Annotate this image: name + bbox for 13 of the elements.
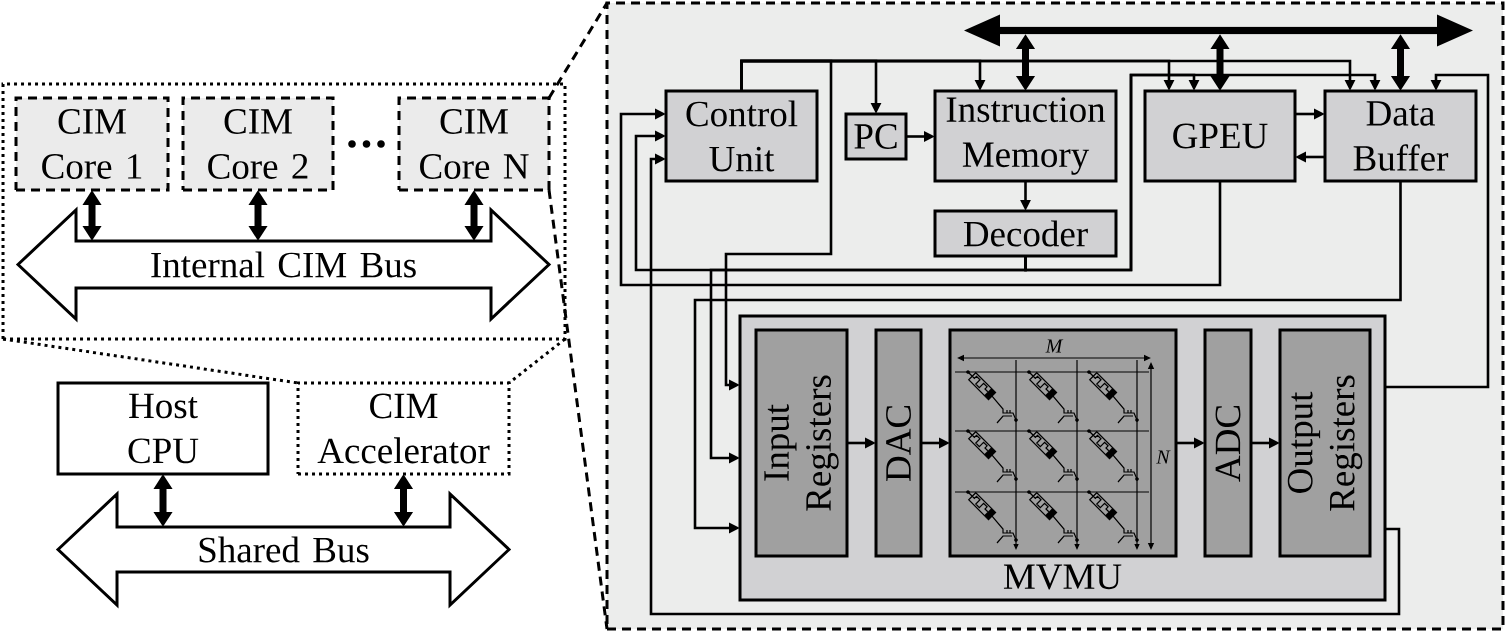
arrow (1385, 73, 1490, 389)
core-box: CIM Core 1 (14, 96, 170, 192)
zoom-line (547, 189, 609, 630)
bus-arrow (964, 14, 1473, 47)
block-box: CIM Accelerator (296, 381, 511, 476)
core-box: CIM Core 2 (181, 96, 335, 192)
block-box: Data Buffer (1323, 89, 1478, 183)
zoom-line (508, 337, 566, 385)
block-box: Host CPU (56, 381, 270, 476)
core-box: CIM Core N (397, 96, 551, 192)
zoom-line (2, 337, 299, 385)
group-frame (1, 82, 567, 341)
zoom-line (547, 2, 609, 99)
